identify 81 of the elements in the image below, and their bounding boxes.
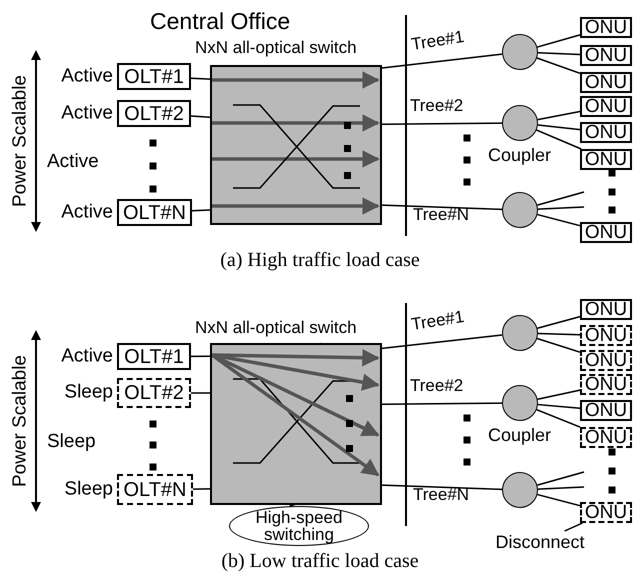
- connector-line: [538, 124, 580, 130]
- coupler-circle: [502, 472, 538, 508]
- onu-box: ONU: [580, 122, 632, 143]
- state-label: Sleep: [64, 382, 113, 404]
- connector-line: [538, 404, 580, 409]
- coupler-circle: [502, 315, 538, 351]
- connector-line: [382, 53, 502, 69]
- connector-line: [537, 191, 584, 206]
- connector-line: [536, 409, 580, 428]
- connector-line: [191, 392, 210, 394]
- edge-label: Tree#2: [410, 377, 464, 396]
- connector-line: [538, 110, 580, 120]
- onu-box: ONU: [580, 350, 632, 371]
- state-label: Active: [47, 152, 99, 173]
- connector-line: [191, 356, 210, 358]
- state-label: Active: [61, 103, 113, 124]
- connector-line: [536, 338, 580, 353]
- connector-line: [193, 488, 210, 490]
- state-label: Sleep: [47, 432, 96, 453]
- state-label: Active: [61, 202, 113, 223]
- connector-line: [382, 204, 502, 210]
- onu-box: ONU: [580, 96, 632, 117]
- coupler-circle: [502, 192, 538, 228]
- connector-line: [382, 122, 502, 125]
- onu-box: ONU: [580, 325, 632, 346]
- onu-box: ONU: [580, 400, 632, 421]
- switch-title: NxN all-optical switch: [195, 39, 357, 58]
- olt-box: OLT#2: [117, 100, 191, 127]
- connector-line: [192, 209, 210, 212]
- edge-label: Tree#N: [413, 206, 470, 225]
- coupler-circle: [502, 385, 538, 421]
- connector-line: [538, 332, 580, 336]
- connector-line: [537, 494, 580, 506]
- onu-box: ONU: [580, 502, 632, 523]
- coupler-circle: [502, 105, 538, 141]
- connector-line: [536, 129, 582, 150]
- onu-box: ONU: [580, 299, 632, 320]
- coupler-circle: [502, 34, 538, 70]
- axis-label: Power Scalable: [10, 74, 32, 208]
- figure-caption: (b) Low traffic load case: [221, 550, 419, 572]
- onu-box: ONU: [580, 72, 632, 93]
- connector-line: [537, 389, 580, 400]
- onu-box: ONU: [580, 374, 632, 395]
- state-label: Active: [61, 66, 113, 87]
- connector-line: [537, 214, 580, 226]
- onu-box: ONU: [580, 149, 632, 170]
- axis-label: Power Scalable: [10, 354, 32, 488]
- olt-box: OLT#N: [117, 474, 193, 505]
- connector-line: [536, 57, 580, 74]
- onu-box: ONU: [580, 222, 632, 243]
- olt-box: OLT#2: [117, 378, 191, 408]
- edge-label: Tree#N: [413, 486, 470, 505]
- switch-title: NxN all-optical switch: [195, 319, 357, 338]
- onu-box: ONU: [580, 427, 632, 448]
- callout-ellipse: High-speed switching: [229, 506, 369, 546]
- part-label: Coupler: [488, 146, 552, 166]
- onu-box: ONU: [580, 45, 632, 66]
- connector-line: [537, 34, 580, 48]
- connector-line: [382, 484, 502, 490]
- olt-box: OLT#1: [117, 343, 191, 370]
- state-label: Active: [61, 346, 113, 367]
- connector-line: [190, 115, 210, 118]
- edge-label: Tree#2: [410, 97, 464, 116]
- leader-line: [564, 522, 583, 532]
- figure-caption: (a) High traffic load case: [220, 249, 420, 271]
- onu-box: ONU: [580, 17, 632, 38]
- connector-line: [382, 402, 502, 405]
- connector-line: [537, 316, 580, 329]
- connector-line: [382, 334, 502, 350]
- olt-box: OLT#1: [117, 63, 191, 90]
- section-title: Central Office: [150, 9, 290, 34]
- connector-line: [537, 471, 584, 486]
- connector-line: [538, 206, 584, 210]
- edge-label: Tree#1: [410, 28, 466, 55]
- part-label: Coupler: [488, 426, 552, 446]
- edge-label: Tree#1: [410, 308, 466, 335]
- state-label: Sleep: [64, 479, 113, 500]
- connector-line: [190, 77, 210, 80]
- olt-box: OLT#N: [117, 199, 192, 226]
- connector-line: [538, 486, 584, 490]
- connector-line: [538, 52, 580, 56]
